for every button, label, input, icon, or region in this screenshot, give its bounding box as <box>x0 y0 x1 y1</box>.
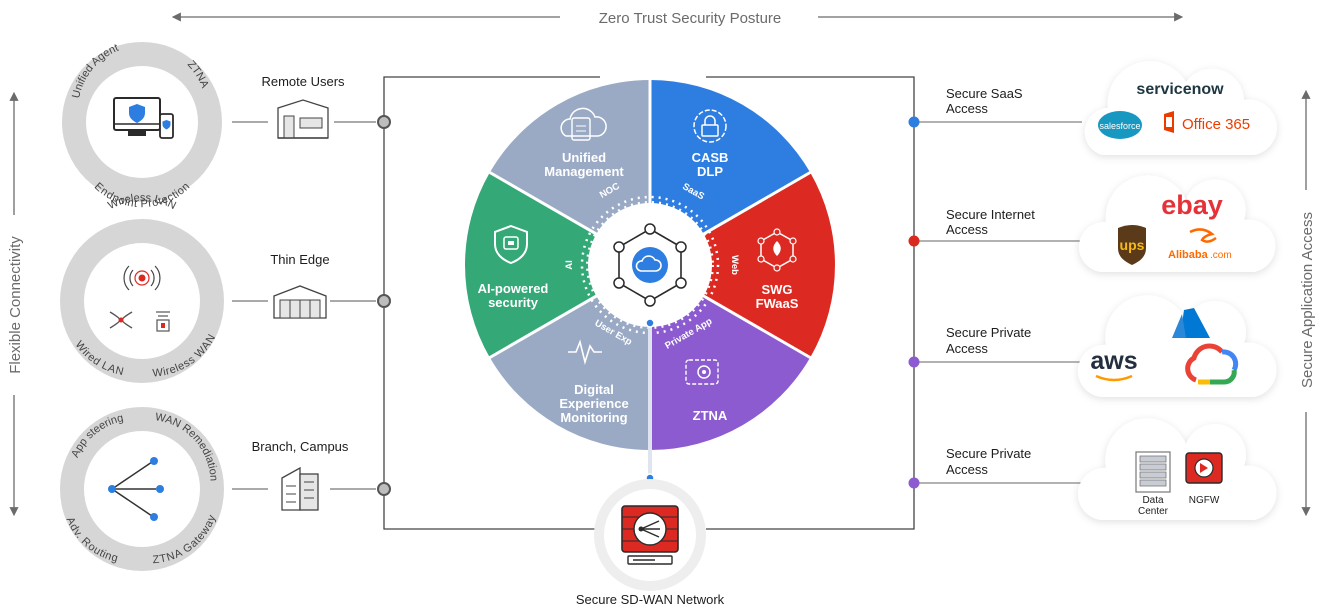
ztna-segment-label: ZTNA <box>693 408 728 423</box>
security-wheel: NOC SaaS Web Private App User Exp AI <box>465 78 835 452</box>
datacenter-cloud <box>1077 418 1277 520</box>
google-cloud-logo <box>1185 343 1239 385</box>
endpoint-circle: Unified Agent ZTNA Endpoint Protection <box>62 42 222 210</box>
clipboard-cloud-icon <box>560 107 607 141</box>
lock-gear-icon <box>693 109 727 143</box>
private-access-dot-2 <box>908 477 920 489</box>
monitor-icon <box>113 97 161 136</box>
ups-text: ups <box>1120 237 1145 253</box>
sdwan-appliance <box>594 479 706 591</box>
ring-ai-label: AI <box>564 260 575 270</box>
cloud-hub-icon <box>613 223 687 307</box>
connectivity-circle: Wireless LAN Wired LAN Wireless WAN <box>60 192 224 383</box>
private-access-dot <box>908 356 920 368</box>
house-icon <box>277 99 329 139</box>
thin-edge-label: Thin Edge <box>270 252 329 267</box>
private-access-line1: Secure Private <box>946 325 1031 340</box>
wheel-segment-ai[interactable] <box>465 172 650 358</box>
internet-access-line2: Access <box>946 222 988 237</box>
casb-line1: CASB <box>692 150 729 165</box>
salesforce-logo: salesforce <box>1098 111 1142 139</box>
office365-text: Office 365 <box>1182 116 1250 133</box>
private-access-line2: Access <box>946 341 988 356</box>
warehouse-icon <box>273 285 327 319</box>
salesforce-text: salesforce <box>1099 121 1140 131</box>
wired-switch-icon <box>109 311 133 329</box>
left-bus <box>377 76 600 530</box>
saas-cloud <box>1084 61 1277 155</box>
branch-campus-label: Branch, Campus <box>252 439 349 454</box>
unified-mgmt-line1: Unified <box>562 150 606 165</box>
private-access-2-line1: Secure Private <box>946 446 1031 461</box>
wheel-segment-swg[interactable] <box>650 172 835 358</box>
sdwan-network-label: Secure SD-WAN Network <box>576 592 725 607</box>
swg-line1: SWG <box>761 282 792 297</box>
firewall-icon <box>621 505 679 565</box>
casb-line2: DLP <box>697 164 723 179</box>
wheel-connector <box>645 318 655 483</box>
alibaba-text: Alibaba <box>1168 249 1209 261</box>
ngfw-icon <box>1185 452 1223 484</box>
zero-trust-arrow: Zero Trust Security Posture <box>171 10 1184 27</box>
aws-logo: aws <box>1090 347 1138 382</box>
network-fire-icon <box>757 228 797 272</box>
wireless-signal-icon <box>123 265 161 291</box>
internet-access-line1: Secure Internet <box>946 207 1035 222</box>
internet-access-dot <box>908 235 920 247</box>
dem-line2: Experience <box>559 396 628 411</box>
wan-device-icon <box>156 311 170 332</box>
data-center-line2: Center <box>1138 506 1169 517</box>
ebay-logo: ebay <box>1161 190 1223 220</box>
ups-logo: ups <box>1118 225 1146 265</box>
office365-logo: Office 365 <box>1164 111 1250 133</box>
remote-users-label: Remote Users <box>261 74 345 89</box>
office-building-icon <box>281 466 319 511</box>
servicenow-logo: servicenow <box>1136 81 1224 98</box>
private-cloud <box>1077 295 1277 397</box>
dem-line3: Monitoring <box>560 410 627 425</box>
secure-app-access-label: Secure Application Access <box>1299 212 1316 388</box>
pulse-icon <box>568 339 602 365</box>
alibaba-com-text: .com <box>1210 250 1232 261</box>
right-bus <box>706 76 1082 530</box>
unified-mgmt-line2: Management <box>544 164 624 179</box>
secure-app-access-axis: Secure Application Access <box>1299 89 1316 517</box>
aws-text: aws <box>1090 347 1137 375</box>
azure-logo <box>1172 308 1210 338</box>
alibaba-logo: Alibaba .com <box>1168 228 1232 261</box>
flexible-connectivity-axis: Flexible Connectivity <box>7 91 24 517</box>
server-rack-icon <box>1135 451 1171 493</box>
saas-access-line1: Secure SaaS <box>946 86 1023 101</box>
private-access-2-line2: Access <box>946 462 988 477</box>
flexible-connectivity-label: Flexible Connectivity <box>7 236 24 374</box>
ai-security-line2: security <box>488 295 539 310</box>
ring-web-label: Web <box>729 255 740 275</box>
ai-security-line1: AI-powered <box>478 281 549 296</box>
data-center-line1: Data <box>1142 495 1164 506</box>
swg-line2: FWaaS <box>756 296 799 311</box>
dem-line1: Digital <box>574 382 614 397</box>
saas-access-line2: Access <box>946 101 988 116</box>
ai-shield-icon <box>494 224 528 265</box>
phone-icon <box>159 113 174 139</box>
zero-trust-title: Zero Trust Security Posture <box>599 10 782 27</box>
routing-circle: App steering WAN Remediation Adv. Routin… <box>60 407 224 571</box>
routing-icon <box>108 457 164 521</box>
ngfw-label: NGFW <box>1189 495 1220 506</box>
saas-access-dot <box>908 116 920 128</box>
ztna-gear-icon <box>685 359 719 385</box>
